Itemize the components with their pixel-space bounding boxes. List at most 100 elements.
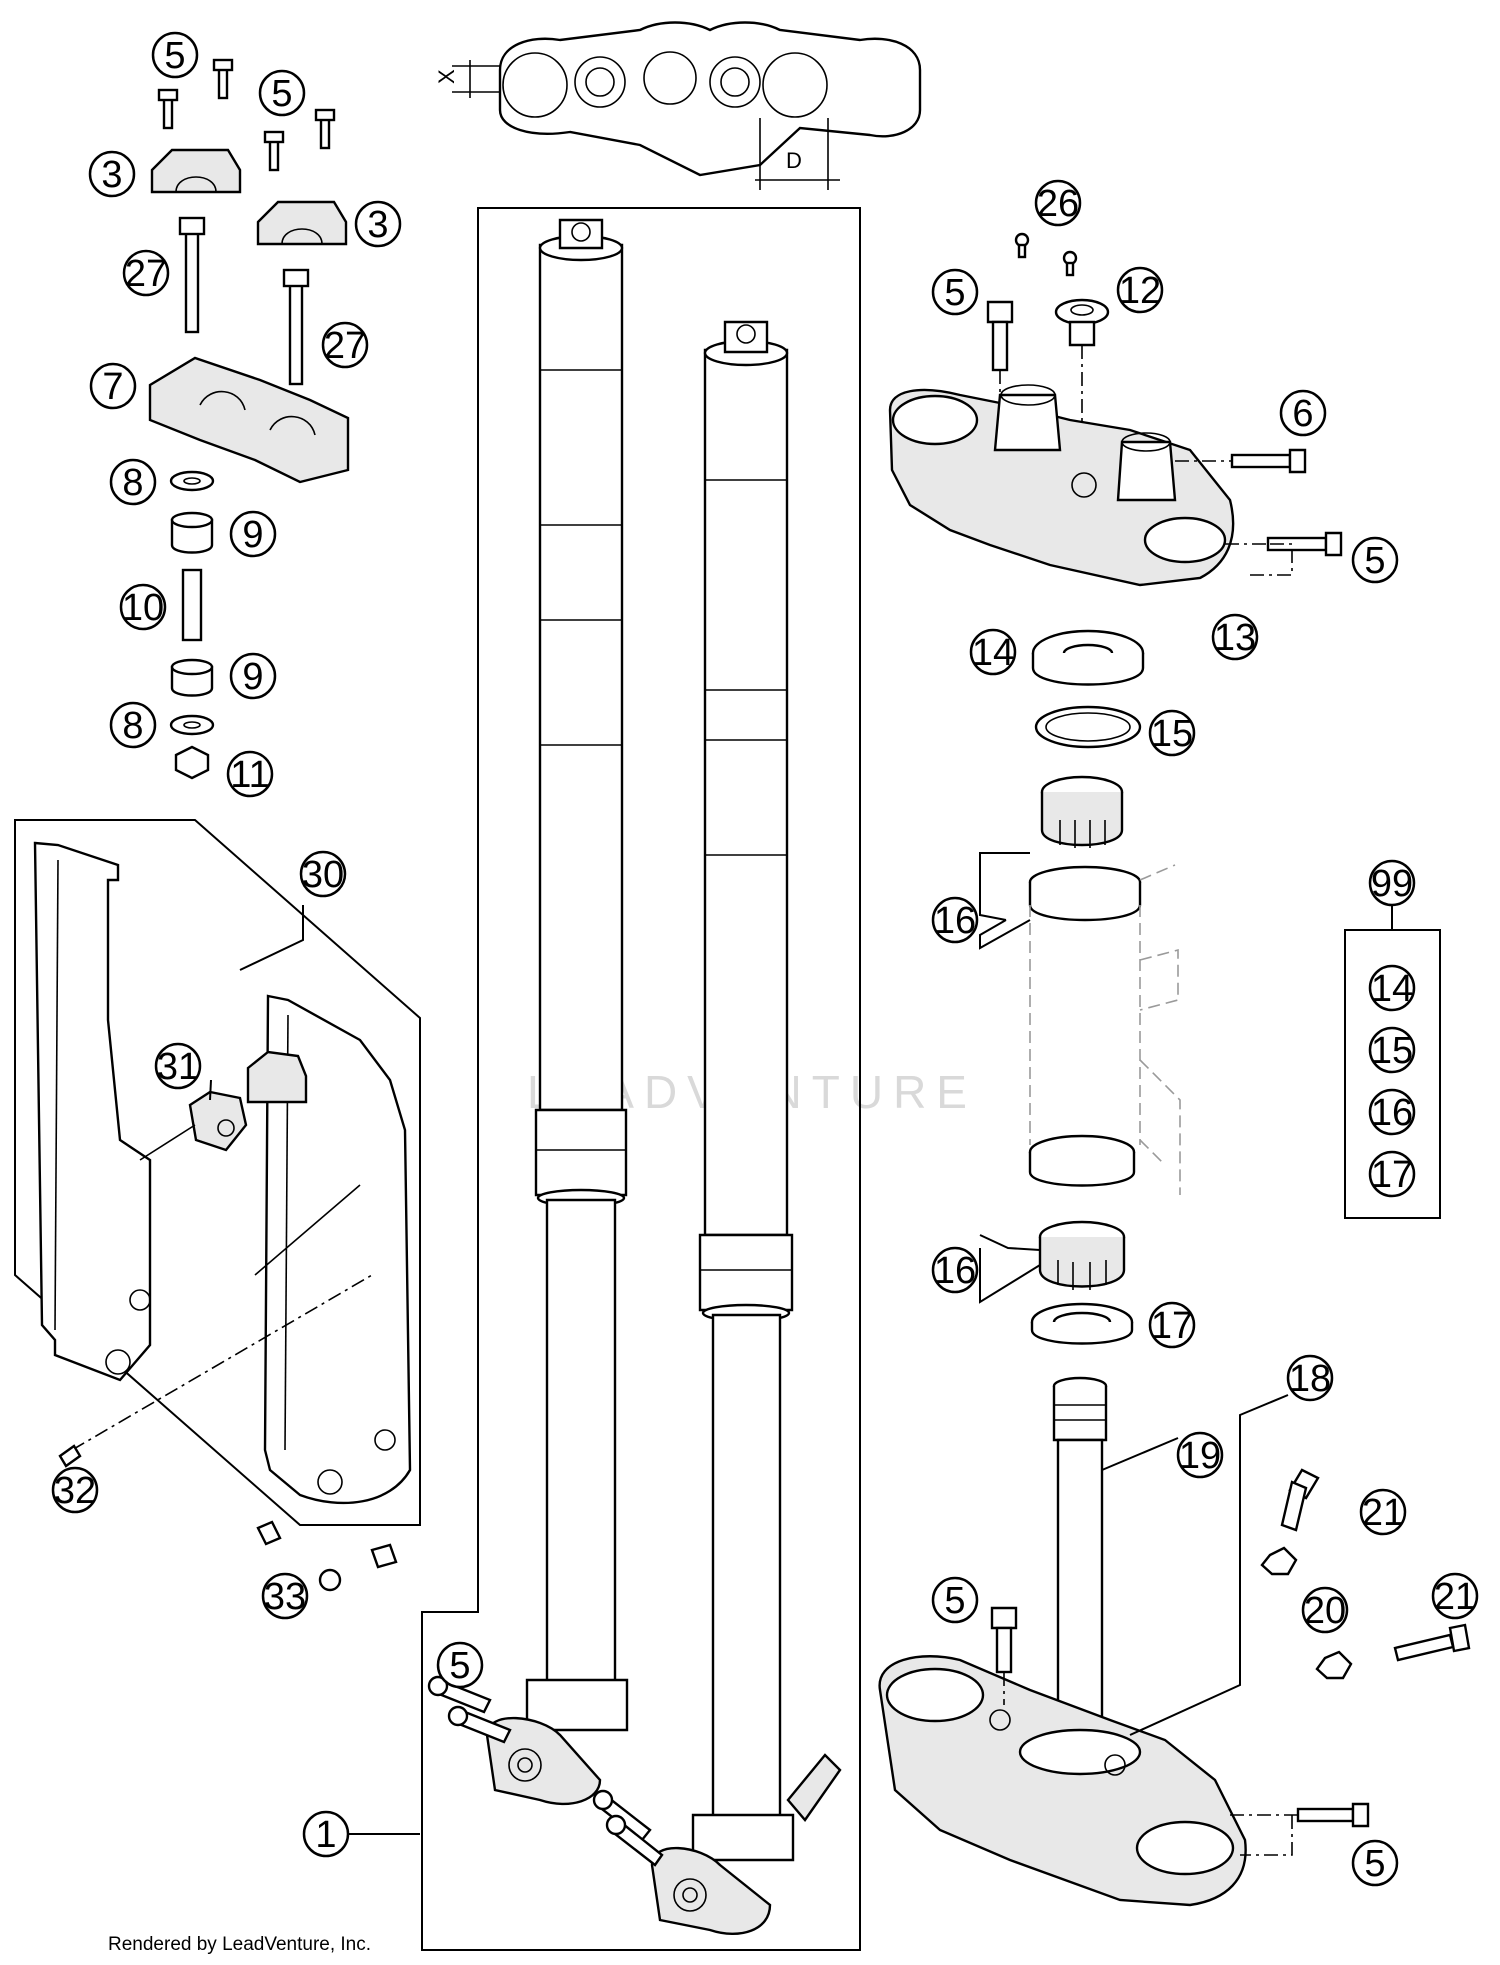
callout-5g: 5 (1351, 1839, 1399, 1887)
guard-fasteners (256, 1520, 398, 1592)
callout-21b: 21 (1431, 1572, 1479, 1620)
top-clamp-pinch-bolts (1230, 448, 1343, 557)
fork-guard-right (246, 994, 412, 1505)
callout-8a-label: 8 (122, 462, 143, 504)
callout-20-label: 20 (1304, 1590, 1346, 1632)
callout-33: 33 (261, 1572, 309, 1620)
callout-14a: 14 (969, 628, 1017, 676)
callout-31-label: 31 (157, 1046, 199, 1088)
callout-16b-label: 16 (1371, 1092, 1413, 1134)
lower-seal-ring (1030, 1302, 1134, 1345)
callout-6-label: 6 (1292, 393, 1313, 435)
callout-14b: 14 (1368, 964, 1416, 1012)
handlebar-mount-bolts-long (178, 216, 310, 386)
leader-lines (209, 852, 1393, 1835)
callout-9a-label: 9 (242, 514, 263, 556)
callout-18: 18 (1286, 1354, 1334, 1402)
dimension-d-label: D (786, 148, 802, 173)
callout-18-label: 18 (1289, 1358, 1331, 1400)
callout-30: 30 (299, 850, 347, 898)
steering-stem (1052, 1376, 1108, 1742)
callout-5c-label: 5 (449, 1645, 470, 1687)
bottom-clamp-pinch-bolt (1296, 1802, 1370, 1828)
callout-21b-label: 21 (1434, 1576, 1476, 1618)
callout-16c: 16 (931, 1246, 979, 1294)
callout-11-label: 11 (230, 754, 269, 796)
callout-16a-label: 16 (934, 900, 976, 942)
top-clamp-bolt (986, 300, 1014, 372)
left-fork-leg (485, 218, 629, 1806)
callout-5f-label: 5 (944, 1580, 965, 1622)
callout-17b-label: 17 (1371, 1154, 1413, 1196)
top-triple-clamp (888, 384, 1235, 587)
callout-13-label: 13 (1214, 617, 1256, 659)
callout-13: 13 (1211, 613, 1259, 661)
callout-1-label: 1 (315, 1814, 336, 1856)
axle-clamp-bolts (427, 1675, 664, 1867)
callout-10: 10 (119, 583, 167, 631)
callout-33-label: 33 (264, 1576, 306, 1618)
callout-15b: 15 (1368, 1026, 1416, 1074)
callout-32: 32 (51, 1466, 99, 1514)
callout-7: 7 (89, 362, 137, 410)
callout-31: 31 (154, 1042, 202, 1090)
fork-guards-frame (14, 819, 421, 1526)
callout-15b-label: 15 (1371, 1030, 1413, 1072)
dimension-x-label: X (434, 69, 459, 84)
upper-bearing (1028, 775, 1142, 922)
callout-8b-label: 8 (122, 705, 143, 747)
handlebar-clamp-bolts (157, 58, 336, 172)
fork-legs-frame (421, 207, 861, 1951)
steering-stem-nut (1054, 298, 1110, 347)
bearing-seal-ring (1034, 705, 1142, 749)
handlebar-clamp-lower (148, 356, 350, 484)
guard-axis-a (139, 1124, 196, 1161)
frame-head-tube-ghost (1029, 864, 1181, 1195)
fork-guard-clip (188, 1090, 248, 1152)
callout-14b-label: 14 (1371, 968, 1413, 1010)
callout-15a-label: 15 (1151, 713, 1193, 755)
callout-5c: 5 (436, 1641, 484, 1689)
clamp-dimension-sketch (452, 21, 922, 190)
callout-27b: 27 (321, 321, 369, 369)
rubber-damper-stack (169, 470, 215, 780)
callout-30-label: 30 (302, 854, 344, 896)
callout-9a: 9 (229, 510, 277, 558)
callout-99: 99 (1368, 859, 1416, 907)
callout-3a-label: 3 (101, 154, 122, 196)
callout-5f: 5 (931, 1576, 979, 1624)
callout-8a: 8 (109, 458, 157, 506)
callout-5e: 5 (1351, 536, 1399, 584)
callout-12: 12 (1116, 266, 1164, 314)
bottom-clamp-bolt (990, 1606, 1018, 1674)
callout-5b-label: 5 (271, 73, 292, 115)
callout-26: 26 (1034, 179, 1082, 227)
callout-12-label: 12 (1119, 270, 1161, 312)
callout-1: 1 (302, 1810, 350, 1858)
callout-3a: 3 (88, 150, 136, 198)
callout-5d-label: 5 (944, 272, 965, 314)
dust-seal (1031, 629, 1145, 686)
callout-17a-label: 17 (1151, 1305, 1193, 1347)
callout-10-label: 10 (122, 587, 164, 629)
callout-9b-label: 9 (242, 656, 263, 698)
callout-21a-label: 21 (1362, 1492, 1404, 1534)
callout-32-label: 32 (54, 1470, 96, 1512)
callout-27a-label: 27 (125, 253, 167, 295)
callout-16b: 16 (1368, 1088, 1416, 1136)
callout-9b: 9 (229, 652, 277, 700)
callout-5a-label: 5 (164, 35, 185, 77)
callout-8b: 8 (109, 701, 157, 749)
callout-15a: 15 (1148, 709, 1196, 757)
bottom-triple-clamp (878, 1655, 1247, 1907)
callout-5e-label: 5 (1364, 540, 1385, 582)
callout-27b-label: 27 (324, 325, 366, 367)
guard-screw-axis (71, 1274, 373, 1451)
callout-6: 6 (1279, 389, 1327, 437)
callout-20: 20 (1301, 1586, 1349, 1634)
callout-26-label: 26 (1037, 183, 1079, 225)
callout-14a-label: 14 (972, 632, 1014, 674)
callout-27a: 27 (122, 249, 170, 297)
callout-16c-label: 16 (934, 1250, 976, 1292)
